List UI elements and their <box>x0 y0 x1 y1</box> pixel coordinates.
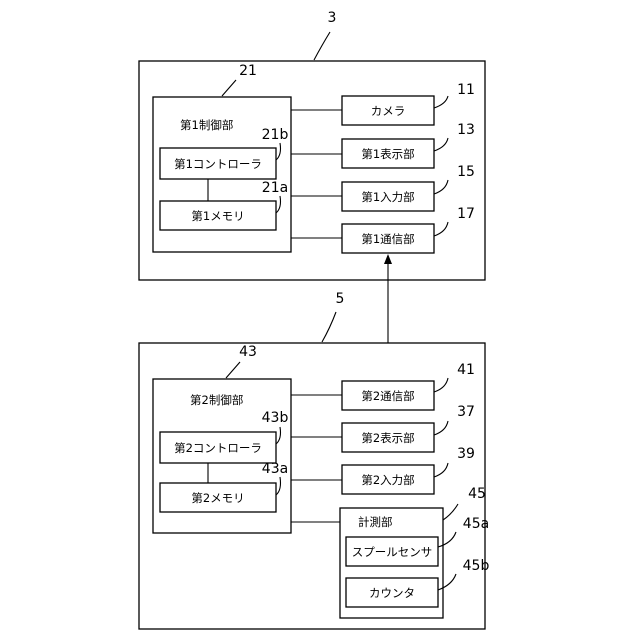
device2-subcontroller-label: 第2コントローラ <box>174 441 262 455</box>
device1-subcontroller-label: 第1コントローラ <box>174 157 262 171</box>
device1-subcontroller-ref: 21b <box>262 127 289 143</box>
device2-memory-ref: 43a <box>262 461 288 477</box>
device1-leader <box>314 32 330 60</box>
display1-label: 第1表示部 <box>361 147 414 161</box>
device2-subcontroller-ref: 43b <box>262 410 289 426</box>
device2-controller-label: 第2制御部 <box>190 393 243 407</box>
device1-memory-ref: 21a <box>262 180 288 196</box>
device1-ref: 3 <box>328 10 337 26</box>
input2-label: 第2入力部 <box>361 473 414 487</box>
camera-ref: 11 <box>457 82 475 98</box>
comm1-ref: 17 <box>457 206 475 222</box>
device1-controller-label: 第1制御部 <box>180 118 233 132</box>
device1-memory-label: 第1メモリ <box>191 209 244 223</box>
display2-ref: 37 <box>457 404 475 420</box>
spool-sensor-label: スプールセンサ <box>352 545 433 559</box>
device2-leader <box>322 312 336 342</box>
counter-label: カウンタ <box>369 586 415 600</box>
counter-ref: 45b <box>463 558 490 574</box>
device2-ref: 5 <box>336 291 345 307</box>
display2-label: 第2表示部 <box>361 431 414 445</box>
measure-label: 計測部 <box>358 515 393 529</box>
comm1-label: 第1通信部 <box>361 232 414 246</box>
device2-memory-label: 第2メモリ <box>191 491 244 505</box>
comm2-ref: 41 <box>457 362 475 378</box>
camera-label: カメラ <box>371 104 406 118</box>
device1-controller-ref: 21 <box>239 63 257 79</box>
spool-sensor-ref: 45a <box>463 516 489 532</box>
input1-label: 第1入力部 <box>361 190 414 204</box>
measure-ref: 45 <box>468 486 486 502</box>
display1-ref: 13 <box>457 122 475 138</box>
device2-controller-ref: 43 <box>239 344 257 360</box>
input1-ref: 15 <box>457 164 475 180</box>
comm2-label: 第2通信部 <box>361 389 414 403</box>
input2-ref: 39 <box>457 446 475 462</box>
